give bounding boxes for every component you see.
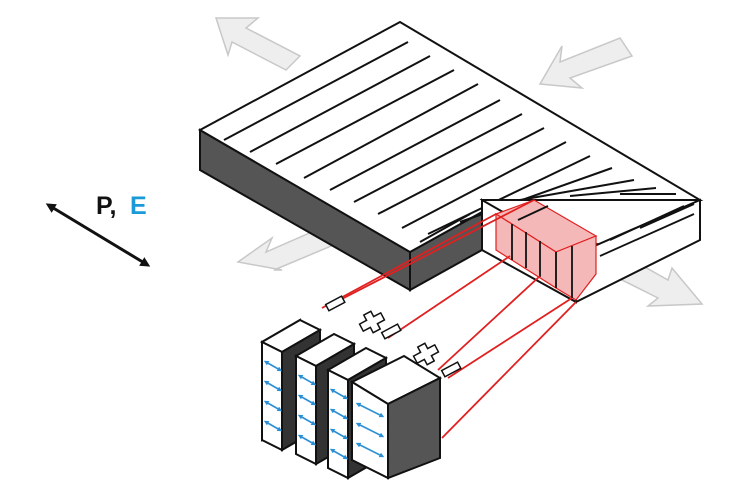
flow-arrow-top-right (538, 37, 634, 89)
cell-field-arrows (263, 360, 385, 460)
flow-arrow-top-left (214, 17, 302, 71)
terminal-plus-2 (412, 342, 440, 366)
direction-double-arrow (45, 203, 151, 267)
block-top-stripes (223, 41, 676, 243)
terminal-minus-1 (324, 295, 346, 312)
terminal-minus-2 (380, 323, 402, 340)
terminal-minus-3 (440, 361, 462, 378)
connector-lines (321, 199, 577, 439)
terminal-plus-1 (358, 310, 386, 334)
direction-indicator: P, E (45, 192, 151, 267)
cell-stack (259, 295, 462, 480)
cell-terminals (324, 295, 462, 378)
highlighted-cells (494, 199, 598, 301)
label-p: P, (96, 192, 116, 220)
cell-unit-4 (349, 354, 443, 480)
sub-block-stripes (599, 203, 695, 257)
label-e: E (130, 192, 147, 220)
